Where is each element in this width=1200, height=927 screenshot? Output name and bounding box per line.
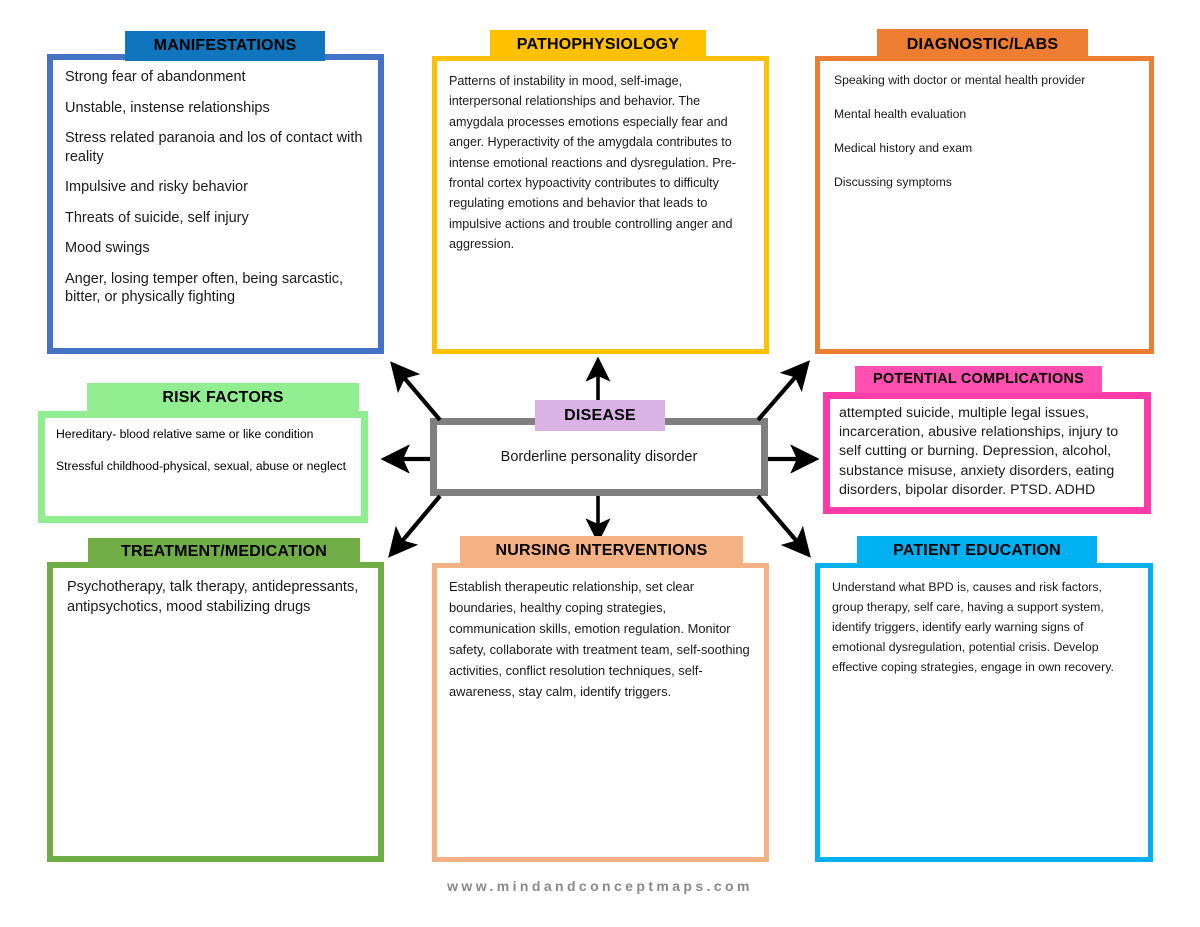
list-item: Hereditary- blood relative same or like … bbox=[56, 427, 314, 441]
card-nursing-interventions-header: NURSING INTERVENTIONS bbox=[460, 536, 743, 566]
card-diagnostic-labs-header: DIAGNOSTIC/LABS bbox=[877, 29, 1088, 60]
list-item: Strong fear of abandonment bbox=[65, 69, 246, 85]
card-potential-complications-header: POTENTIAL COMPLICATIONS bbox=[855, 366, 1102, 393]
card-manifestations-header: MANIFESTATIONS bbox=[125, 31, 325, 61]
list-item: Impulsive and risky behavior bbox=[65, 179, 248, 196]
list-item: Stress related paranoia and los of conta… bbox=[65, 130, 363, 165]
arrow-to-diagnostic-labs bbox=[756, 360, 810, 422]
card-pathophysiology[interactable]: Patterns of instability in mood, self-im… bbox=[432, 56, 769, 354]
card-risk-factors-header: RISK FACTORS bbox=[87, 383, 359, 412]
list-item: Threats of suicide, self injury bbox=[65, 209, 249, 226]
paragraph: Establish therapeutic relationship, set … bbox=[449, 579, 750, 699]
card-risk-factors-body: Hereditary- blood relative same or like … bbox=[45, 418, 361, 516]
card-manifestations[interactable]: Strong fear of abandonment Unstable, ins… bbox=[47, 54, 384, 354]
list-item: Speaking with doctor or mental health pr… bbox=[834, 73, 1086, 87]
card-patient-education-body: Understand what BPD is, causes and risk … bbox=[820, 568, 1148, 857]
center-disease-header: DISEASE bbox=[535, 400, 665, 431]
list-item: Medical history and exam bbox=[834, 140, 973, 155]
paragraph: Psychotherapy, talk therapy, antidepress… bbox=[67, 579, 359, 615]
card-pathophysiology-body: Patterns of instability in mood, self-im… bbox=[437, 61, 764, 349]
list-item: Discussing symptoms bbox=[834, 174, 952, 189]
card-treatment-medication-body: Psychotherapy, talk therapy, antidepress… bbox=[53, 568, 378, 856]
card-potential-complications[interactable]: attempted suicide, multiple legal issues… bbox=[823, 392, 1151, 514]
card-treatment-medication[interactable]: Psychotherapy, talk therapy, antidepress… bbox=[47, 562, 384, 862]
card-patient-education[interactable]: Understand what BPD is, causes and risk … bbox=[815, 563, 1153, 862]
card-treatment-medication-header: TREATMENT/MEDICATION bbox=[88, 538, 360, 566]
paragraph: Understand what BPD is, causes and risk … bbox=[832, 580, 1114, 674]
arrow-to-patient-education bbox=[756, 494, 811, 558]
card-manifestations-body: Strong fear of abandonment Unstable, ins… bbox=[53, 60, 378, 348]
card-patient-education-header: PATIENT EDUCATION bbox=[857, 536, 1097, 566]
center-disease-text: Borderline personality disorder bbox=[500, 449, 698, 465]
arrow-to-treatment-medication bbox=[388, 494, 442, 558]
list-item: Anger, losing temper often, being sarcas… bbox=[65, 270, 344, 306]
list-item: Mood swings bbox=[65, 240, 150, 257]
card-pathophysiology-header: PATHOPHYSIOLOGY bbox=[490, 30, 706, 60]
card-diagnostic-labs[interactable]: Speaking with doctor or mental health pr… bbox=[815, 56, 1154, 354]
arrow-to-manifestations bbox=[390, 361, 442, 422]
site-watermark: www.mindandconceptmaps.com bbox=[447, 878, 753, 894]
card-nursing-interventions-body: Establish therapeutic relationship, set … bbox=[437, 568, 764, 857]
list-item: Mental health evaluation bbox=[834, 106, 967, 121]
list-item: Stressful childhood-physical, sexual, ab… bbox=[56, 459, 346, 474]
card-nursing-interventions[interactable]: Establish therapeutic relationship, set … bbox=[432, 563, 769, 862]
paragraph: Patterns of instability in mood, self-im… bbox=[449, 74, 737, 252]
card-potential-complications-body: attempted suicide, multiple legal issues… bbox=[830, 399, 1144, 507]
list-item: Unstable, instense relationships bbox=[65, 99, 270, 116]
paragraph: attempted suicide, multiple legal issues… bbox=[839, 405, 1119, 498]
card-risk-factors[interactable]: Hereditary- blood relative same or like … bbox=[38, 411, 368, 523]
card-diagnostic-labs-body: Speaking with doctor or mental health pr… bbox=[820, 61, 1149, 349]
